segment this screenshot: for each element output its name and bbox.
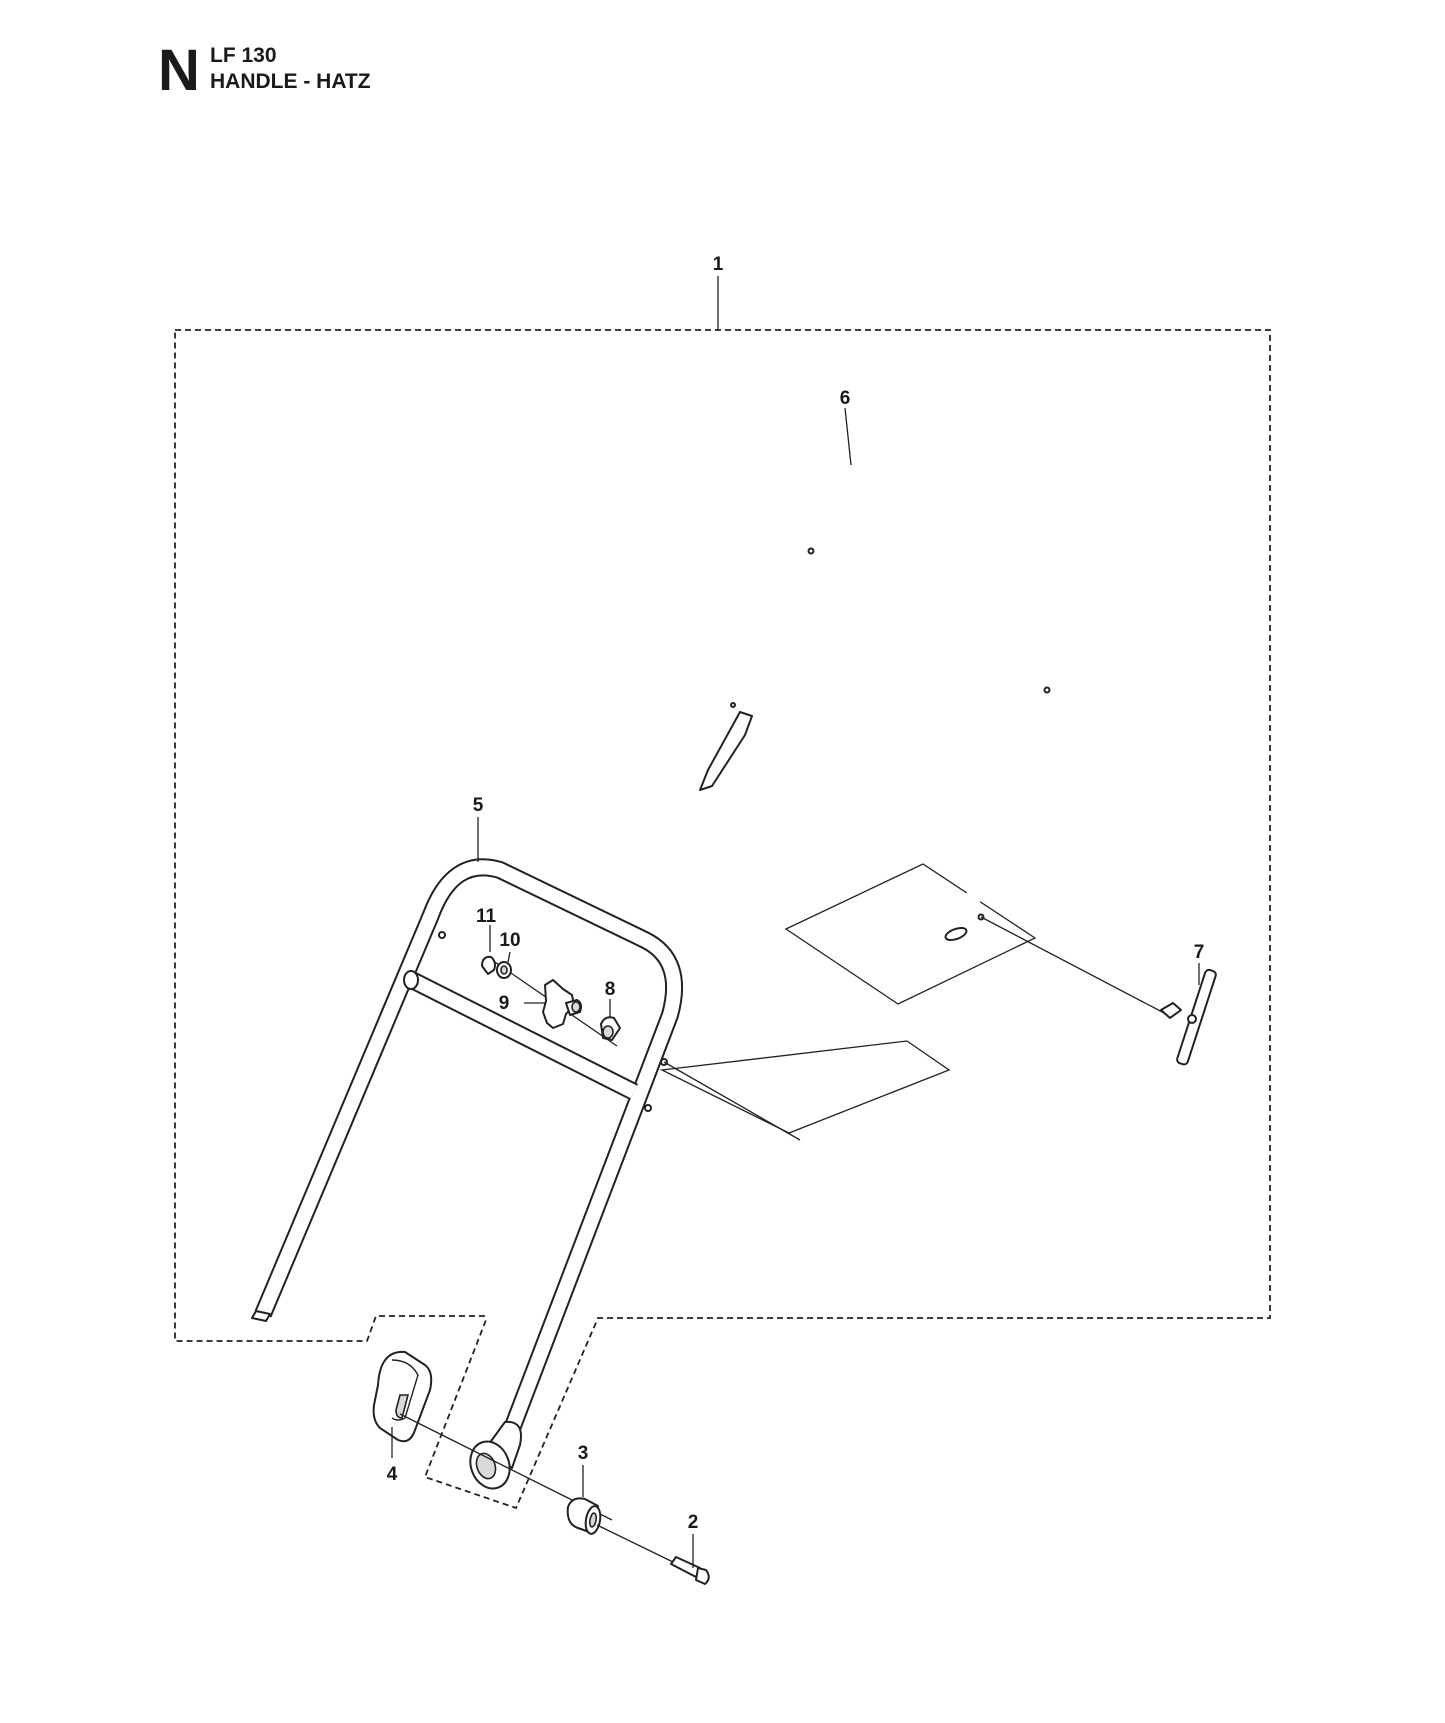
leader-10 <box>507 951 511 963</box>
washer-10 <box>496 961 512 979</box>
bolt-part-2 <box>670 1556 710 1585</box>
model-name: LF 130 <box>210 44 277 67</box>
callout-10: 10 <box>499 930 520 951</box>
callout-11: 11 <box>476 906 497 927</box>
retaining-clip-11 <box>481 955 496 975</box>
assembly-boundary <box>174 329 1271 1510</box>
leader-6 <box>844 407 852 466</box>
star-knob-9 <box>542 979 582 1029</box>
callout-7: 7 <box>1194 942 1205 963</box>
bracket-part-4 <box>372 1350 433 1443</box>
upper-mount-plane <box>784 863 1037 1005</box>
callout-1: 1 <box>713 254 724 275</box>
callout-4: 4 <box>387 1464 398 1485</box>
callout-5: 5 <box>473 795 484 816</box>
callout-3: 3 <box>578 1443 589 1464</box>
page-title: HANDLE - HATZ <box>210 70 371 93</box>
callout-6: 6 <box>840 388 851 409</box>
spacer-8 <box>600 1016 621 1041</box>
callout-8: 8 <box>605 979 616 1000</box>
callout-2: 2 <box>688 1512 699 1533</box>
t-pin-part <box>980 916 1217 1066</box>
lower-mount-plane <box>659 1040 951 1134</box>
bushing-part-3 <box>566 1497 602 1535</box>
callout-9: 9 <box>499 993 510 1014</box>
section-letter: N <box>158 38 200 103</box>
upper-handle-part <box>699 362 1139 942</box>
leader-mount <box>663 1061 801 1141</box>
lower-handle-part <box>251 858 684 1490</box>
